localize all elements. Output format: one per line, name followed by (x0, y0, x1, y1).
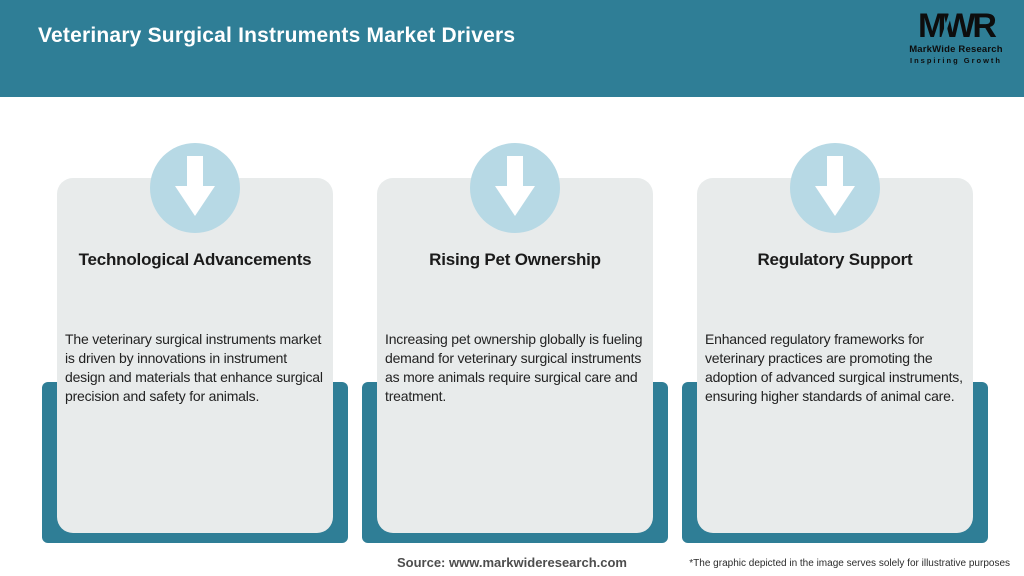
logo-monogram-text: MWR (918, 7, 997, 45)
logo-monogram: MWR (918, 7, 997, 45)
card-title: Technological Advancements (78, 250, 312, 269)
down-arrow-badge (470, 143, 560, 233)
page-title: Veterinary Surgical Instruments Market D… (38, 24, 516, 47)
card-description: The veterinary surgical instruments mark… (65, 331, 323, 404)
driver-card-regulatory-support: Regulatory Support Enhanced regulatory f… (697, 178, 973, 533)
driver-card-rising-pet-ownership: Rising Pet Ownership Increasing pet owne… (377, 178, 653, 533)
disclaimer-text: *The graphic depicted in the image serve… (689, 558, 1010, 569)
down-arrow-icon (495, 156, 535, 216)
card-title: Regulatory Support (757, 250, 913, 269)
down-arrow-badge (150, 143, 240, 233)
source-text: Source: www.markwideresearch.com (396, 555, 627, 570)
down-arrow-badge (790, 143, 880, 233)
card-description: Increasing pet ownership globally is fue… (385, 331, 643, 404)
logo-company-name: MarkWide Research (909, 44, 1003, 55)
header-band: Veterinary Surgical Instruments Market D… (0, 0, 1024, 97)
logo-tagline: Inspiring Growth (910, 55, 1002, 65)
card-title: Rising Pet Ownership (429, 250, 601, 269)
down-arrow-icon (815, 156, 855, 216)
card-description: Enhanced regulatory frameworks for veter… (705, 331, 963, 404)
driver-card-technological-advancements: Technological Advancements The veterinar… (57, 178, 333, 533)
markwide-research-logo: MWR MarkWide Research Inspiring Growth (904, 9, 1008, 64)
down-arrow-icon (175, 156, 215, 216)
